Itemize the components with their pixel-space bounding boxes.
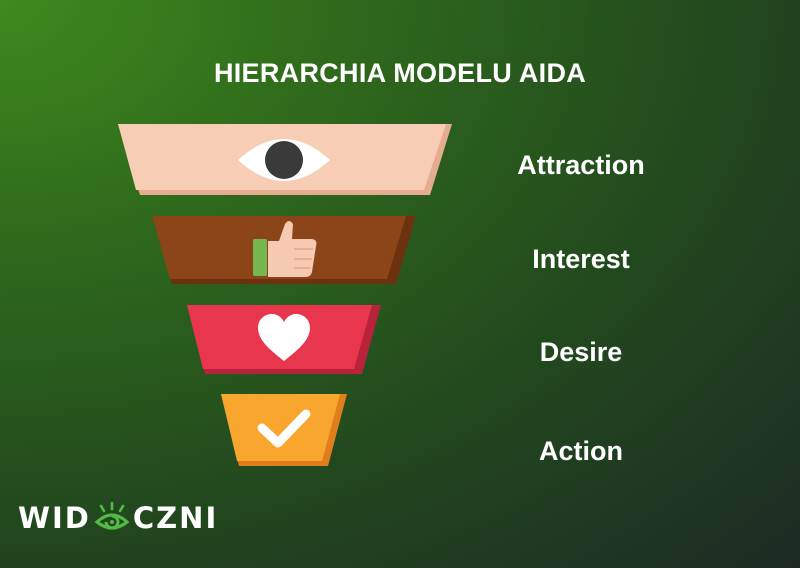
- logo-text-right: CZNI: [132, 501, 219, 535]
- stage-label-desire: Desire: [539, 337, 623, 367]
- funnel-stage-desire: [187, 305, 381, 374]
- heart-icon: [258, 314, 310, 361]
- eye-spiral-icon: [94, 501, 130, 530]
- page-title: HIERARCHIA MODELU AIDA: [213, 58, 587, 88]
- stage-label-interest: Interest: [532, 244, 630, 274]
- brand-logo: WID CZNI: [18, 498, 218, 538]
- eye-icon: [238, 139, 330, 181]
- thumbs-up-icon: [253, 221, 317, 277]
- funnel-stage-interest: [152, 216, 416, 284]
- funnel-stage-attraction: [118, 124, 452, 195]
- checkmark-icon: [257, 409, 311, 448]
- stage-label-action: Action: [539, 436, 623, 466]
- stage-label-attraction: Attraction: [517, 150, 645, 180]
- logo-text-left: WID: [18, 501, 91, 535]
- funnel-stage-action: [221, 394, 347, 466]
